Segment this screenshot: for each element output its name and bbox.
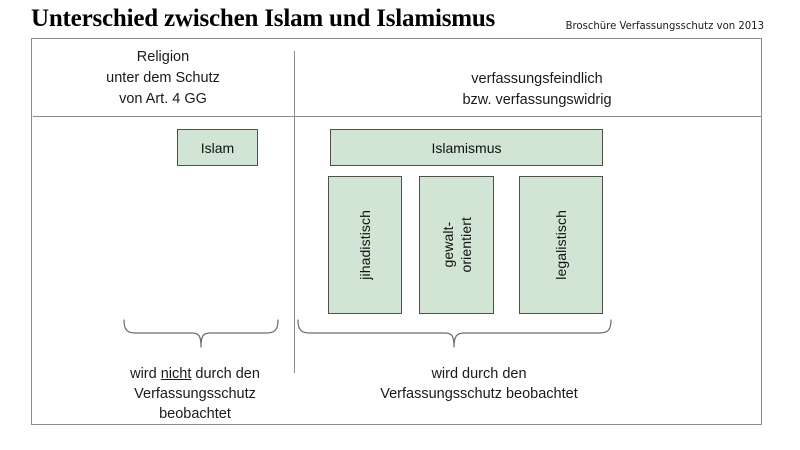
right-caption: wird durch den Verfassungsschutz beobach… [304, 364, 654, 404]
left-brace-icon [123, 319, 279, 348]
left-caption-line-1-pre: wird [130, 366, 161, 382]
box-category-gewalt-orientiert: gewalt- orientiert [419, 176, 494, 314]
left-caption-line-3: beobachtet [159, 406, 231, 422]
left-heading-line-1: Religion [136, 49, 190, 65]
right-caption-line-2: Verfassungsschutz beobachtet [380, 386, 578, 402]
box-islamismus: Islamismus [330, 129, 603, 166]
box-category-jihadistisch-label: jihadistisch [357, 210, 373, 280]
right-heading-line-2: bzw. verfassungswidrig [462, 92, 612, 108]
diagram-frame: Religion unter dem Schutz von Art. 4 GG … [31, 38, 762, 425]
left-heading-line-3: von Art. 4 GG [119, 91, 207, 107]
left-caption-line-2: Verfassungsschutz [134, 386, 256, 402]
right-caption-line-1: wird durch den [431, 366, 527, 382]
page-title: Unterschied zwischen Islam und Islamismu… [31, 5, 496, 32]
right-brace-icon [297, 319, 612, 348]
box-islam: Islam [177, 129, 258, 166]
left-caption: wird nicht durch den Verfassungsschutz b… [104, 364, 286, 424]
left-caption-line-1: wird nicht durch den [104, 364, 286, 384]
left-caption-emphasis: nicht [160, 366, 192, 382]
box-category-legalistisch: legalistisch [519, 176, 603, 314]
left-caption-line-1-post: durch den [191, 366, 260, 382]
source-attribution: Broschüre Verfassungsschutz von 2013 [565, 20, 764, 32]
right-heading-line-1: verfassungsfeindlich [471, 71, 603, 87]
horizontal-divider [33, 116, 762, 117]
right-column-heading: verfassungsfeindlich bzw. verfassungswid… [332, 69, 742, 111]
box-category-gewalt-orientiert-label: gewalt- orientiert [439, 217, 474, 273]
vertical-divider [294, 51, 295, 373]
box-category-legalistisch-label: legalistisch [553, 210, 569, 280]
box-category-jihadistisch: jihadistisch [328, 176, 402, 314]
left-heading-line-2: unter dem Schutz [106, 70, 220, 86]
left-column-heading: Religion unter dem Schutz von Art. 4 GG [60, 47, 266, 110]
